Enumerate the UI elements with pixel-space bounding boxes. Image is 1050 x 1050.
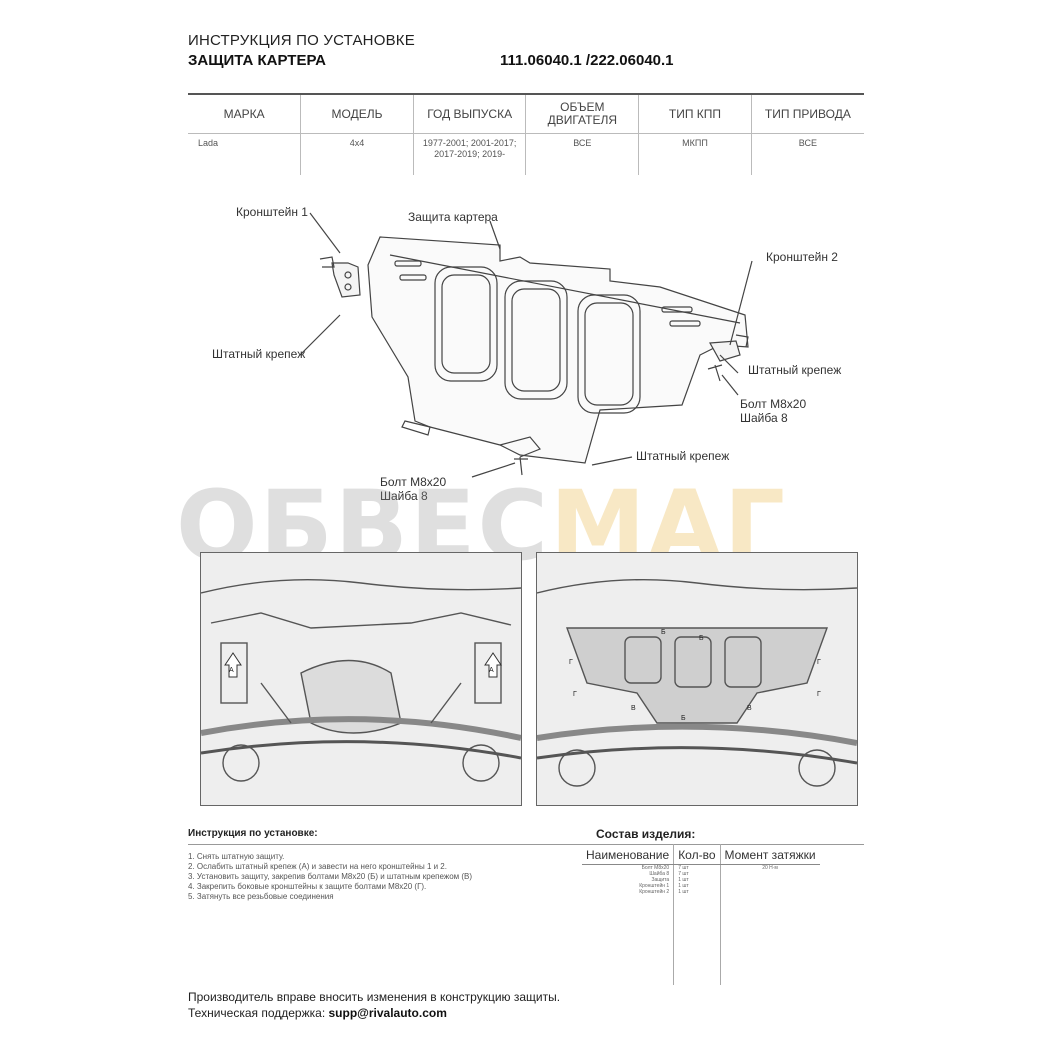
comp-cell	[719, 889, 820, 895]
comp-header-name: Наименование	[582, 844, 674, 865]
marker-g-2: Г	[817, 659, 821, 666]
label-bracket-2: Кронштейн 2	[766, 250, 838, 264]
photo-before-install: А А	[200, 552, 522, 806]
table-row: Защита 1 шт	[582, 877, 820, 883]
photo-left-sketch	[201, 553, 521, 805]
spec-val-engine: ВСЕ	[525, 133, 639, 175]
marker-b-2: Б	[699, 635, 704, 642]
label-std-fastener-bottom: Штатный крепеж	[636, 449, 730, 463]
comp-cell: Шайба 8	[649, 871, 670, 877]
marker-g-3: Г	[573, 691, 577, 698]
instruction-step: 5. Затянуть все резьбовые соединения	[188, 892, 334, 901]
document-title: ИНСТРУКЦИЯ ПО УСТАНОВКЕ	[188, 32, 415, 49]
comp-cell: Кронштейн 2	[639, 889, 670, 895]
exploded-diagram: Кронштейн 1 Защита картера Кронштейн 2 Ш…	[200, 195, 860, 515]
spec-table: МАРКА МОДЕЛЬ ГОД ВЫПУСКА ОБЪЕМ ДВИГАТЕЛЯ…	[188, 95, 864, 175]
comp-header-torque: Момент затяжки	[719, 844, 820, 865]
instruction-step: 1. Снять штатную защиту.	[188, 852, 285, 861]
comp-cell: Болт М8х20	[641, 865, 670, 871]
footer-support: Техническая поддержка: supp@rivalauto.co…	[188, 1006, 447, 1020]
instructions-list: 1. Снять штатную защиту. 2. Ослабить шта…	[188, 852, 472, 902]
spec-val-brand: Lada	[198, 138, 219, 148]
comp-cell: Кронштейн 1	[639, 883, 670, 889]
table-row: Шайба 8 7 шт	[582, 871, 820, 877]
photo-after-install: Б Б Г Г Г Г В В Б	[536, 552, 858, 806]
instruction-step: 4. Закрепить боковые кронштейны к защите…	[188, 882, 427, 891]
spec-col-year: ГОД ВЫПУСКА	[412, 95, 526, 134]
spec-table-wrapper: МАРКА МОДЕЛЬ ГОД ВЫПУСКА ОБЪЕМ ДВИГАТЕЛЯ…	[188, 93, 864, 175]
instructions-heading: Инструкция по установке:	[188, 828, 318, 839]
marker-g-4: Г	[817, 691, 821, 698]
spec-col-engine: ОБЪЕМ ДВИГАТЕЛЯ	[525, 95, 639, 134]
composition-table: Наименование Кол-во Момент затяжки Болт …	[582, 844, 820, 985]
label-washer-bottom: Шайба 8	[380, 489, 428, 503]
marker-a-left: А	[229, 667, 234, 674]
comp-cell: 7 шт	[673, 864, 720, 871]
guard-drawing	[299, 212, 753, 478]
instruction-step: 2. Ослабить штатный крепеж (А) и завести…	[188, 862, 447, 871]
photo-right-sketch	[537, 553, 857, 805]
spec-val-model: 4x4	[300, 133, 414, 175]
composition-title: Состав изделия:	[596, 827, 696, 841]
instructions-divider	[188, 844, 864, 845]
comp-cell	[719, 871, 820, 877]
spec-val-year: 1977-2001; 2001-2017; 2017-2019; 2019-	[412, 133, 526, 175]
article-number: 111.06040.1 /222.06040.1	[500, 52, 674, 69]
table-row: Болт М8х20 7 шт 20 Н·м	[582, 864, 820, 871]
marker-g-1: Г	[569, 659, 573, 666]
spec-val-drive: ВСЕ	[750, 133, 864, 175]
marker-v-1: В	[631, 705, 636, 712]
spec-col-model: МОДЕЛЬ	[300, 95, 414, 134]
label-std-fastener-right: Штатный крепеж	[748, 363, 842, 377]
product-name: ЗАЩИТА КАРТЕРА	[188, 52, 326, 69]
label-washer-right: Шайба 8	[740, 411, 788, 425]
comp-cell: 20 Н·м	[719, 864, 820, 871]
label-bolt-right: Болт М8х20	[740, 397, 807, 411]
comp-cell	[719, 883, 820, 889]
label-crankcase-guard: Защита картера	[408, 210, 498, 224]
support-email-link[interactable]: supp@rivalauto.com	[328, 1006, 447, 1020]
instruction-step: 3. Установить защиту, закрепив болтами М…	[188, 872, 473, 881]
marker-a-right: А	[489, 667, 494, 674]
spec-col-gearbox: ТИП КПП	[638, 95, 752, 134]
comp-cell: 7 шт	[673, 871, 720, 877]
footer-notice: Производитель вправе вносить изменения в…	[188, 990, 561, 1004]
table-row: Кронштейн 1 1 шт	[582, 883, 820, 889]
comp-cell: Защита	[651, 877, 670, 883]
marker-b-1: Б	[661, 629, 666, 636]
table-row: Кронштейн 2 1 шт	[582, 889, 820, 895]
label-std-fastener-left: Штатный крепеж	[212, 347, 306, 361]
label-bolt-bottom: Болт М8х20	[380, 475, 447, 489]
comp-cell: 1 шт	[673, 883, 720, 889]
marker-b-3: Б	[681, 715, 686, 722]
marker-v-2: В	[747, 705, 752, 712]
comp-cell	[719, 877, 820, 883]
comp-cell: 1 шт	[673, 889, 720, 895]
support-label: Техническая поддержка:	[188, 1006, 326, 1020]
spec-col-brand: МАРКА	[188, 95, 301, 134]
comp-header-qty: Кол-во	[673, 844, 720, 865]
spec-col-drive: ТИП ПРИВОДА	[750, 95, 864, 134]
label-bracket-1: Кронштейн 1	[236, 205, 308, 219]
spec-val-gearbox: МКПП	[638, 133, 752, 175]
comp-cell: 1 шт	[673, 877, 720, 883]
